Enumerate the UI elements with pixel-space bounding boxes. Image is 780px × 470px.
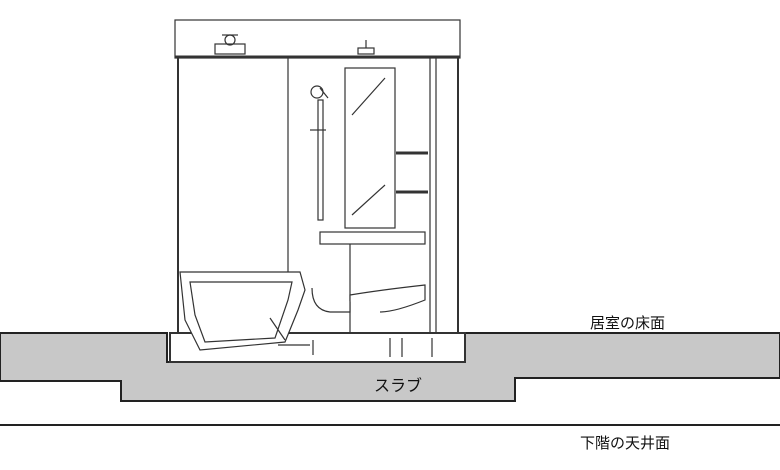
slab-label: スラブ (374, 376, 423, 395)
ceiling-vent-icon (214, 34, 246, 55)
mirror (344, 67, 396, 229)
counter (319, 231, 426, 245)
lower-ceiling-label: 下階の天井面 (580, 434, 671, 452)
basin (311, 284, 426, 313)
floor-slab (0, 332, 780, 402)
bathtub (179, 271, 306, 351)
ceiling-light-icon (357, 40, 375, 55)
bathroom-unit (169, 19, 466, 363)
room-floor-label: 居室の床面 (590, 314, 666, 332)
shower-icon (310, 85, 329, 221)
